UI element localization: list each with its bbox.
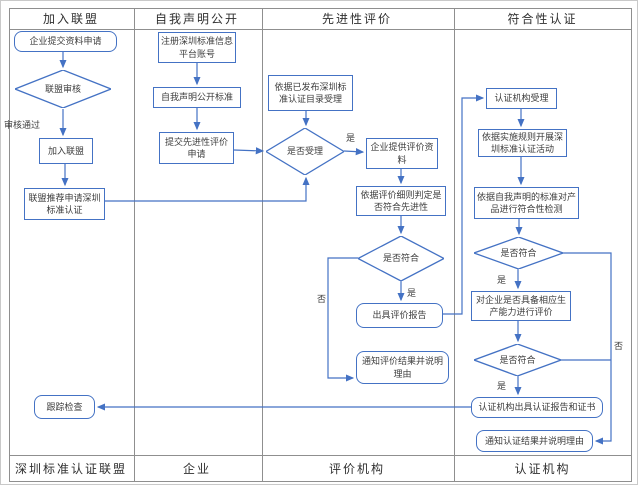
node-alliance-recommend: 联盟推荐申请深圳标准认证 xyxy=(24,188,105,220)
label-eval-conform-no: 否 xyxy=(317,294,327,304)
node-accept-per-catalog: 依据已发布深圳标准认证目录受理 xyxy=(268,75,353,111)
diamond-shape xyxy=(474,237,563,269)
lane-header-conformity: 符合性认证 xyxy=(453,8,632,28)
label-cert-conform1-yes: 是 xyxy=(497,275,507,285)
node-register-account: 注册深圳标准信息平台账号 xyxy=(158,32,236,63)
connector-submit-eval-to-whether-accept xyxy=(233,147,265,155)
connector-eval-conform-no xyxy=(327,257,358,382)
lane-header-advanced-eval: 先进性评价 xyxy=(261,8,453,28)
diamond-shape xyxy=(266,128,344,175)
lane-footer-cert-body: 认证机构 xyxy=(453,455,632,482)
lane-header-self-declare: 自我声明公开 xyxy=(133,8,261,28)
node-label: 自我声明公开标准 xyxy=(160,92,233,103)
diamond-shape xyxy=(474,344,561,376)
node-cert-activity: 依据实施规则开展深圳标准认证活动 xyxy=(478,129,567,157)
node-self-declare: 自我声明公开标准 xyxy=(153,87,241,108)
lane-footer-label: 认证机构 xyxy=(514,462,571,476)
node-whether-accept: 是否受理 xyxy=(266,128,344,175)
node-label: 依据自我声明的标准对产品进行符合性检测 xyxy=(477,191,577,214)
node-label: 加入联盟 xyxy=(47,145,84,156)
connector-conform-no-to-notify xyxy=(563,252,612,445)
node-cert-body-accept: 认证机构受理 xyxy=(486,88,557,109)
label-accept-yes: 是 xyxy=(346,133,356,143)
footer-separator xyxy=(10,455,631,456)
node-eval-conform: 是否符合 xyxy=(358,236,444,281)
node-submit-application: 企业提交资料申请 xyxy=(14,31,117,52)
node-issue-eval-report: 出具评价报告 xyxy=(356,303,443,328)
node-provide-materials: 企业提供评价资料 xyxy=(366,138,438,169)
node-notify-eval-result: 通知评价结果并说明理由 xyxy=(356,351,449,384)
node-capability-eval: 对企业是否具备相应生产能力进行评价 xyxy=(471,291,571,321)
node-submit-evaluation: 提交先进性评价申请 xyxy=(159,132,234,164)
connector-whether-accept-yes xyxy=(343,148,365,156)
swimlane-grid xyxy=(9,8,632,482)
node-label: 联盟推荐申请深圳标准认证 xyxy=(28,192,101,215)
node-label: 通知认证结果并说明理由 xyxy=(484,435,584,446)
node-cert-conform-2: 是否符合 xyxy=(474,344,561,376)
lane-footer-label: 企业 xyxy=(182,462,211,476)
node-label: 通知评价结果并说明理由 xyxy=(361,356,443,379)
lane-header-label: 自我声明公开 xyxy=(154,11,239,26)
node-issue-cert: 认证机构出具认证报告和证书 xyxy=(471,397,603,418)
node-label: 依据评价细则判定是否符合先进性 xyxy=(360,189,442,212)
node-label: 注册深圳标准信息平台账号 xyxy=(161,36,234,59)
node-label: 对企业是否具备相应生产能力进行评价 xyxy=(475,294,566,317)
lane-footer-alliance: 深圳标准认证联盟 xyxy=(9,455,133,482)
label-cert-conform2-yes: 是 xyxy=(497,381,507,391)
node-label: 是否受理 xyxy=(286,146,323,157)
node-label: 是否符合 xyxy=(500,247,537,258)
lane-header-join-alliance: 加入联盟 xyxy=(9,8,133,28)
node-label: 是否符合 xyxy=(499,354,536,365)
lane-header-label: 先进性评价 xyxy=(321,11,392,26)
node-label: 出具评价报告 xyxy=(372,310,427,321)
node-judge-advancement: 依据评价细则判定是否符合先进性 xyxy=(356,186,446,216)
diamond-shape xyxy=(358,236,444,281)
node-label: 认证机构受理 xyxy=(494,93,549,104)
label-cert-conform-no: 否 xyxy=(614,341,624,351)
node-notify-cert-result: 通知认证结果并说明理由 xyxy=(476,430,593,452)
node-label: 依据已发布深圳标准认证目录受理 xyxy=(274,81,347,104)
label-review-passed: 审核通过 xyxy=(4,120,41,130)
lane-footer-eval-body: 评价机构 xyxy=(261,455,453,482)
node-label: 联盟审核 xyxy=(44,83,81,94)
connector-report-to-cert-accept xyxy=(443,94,485,315)
node-alliance-review: 联盟审核 xyxy=(15,70,111,108)
lane-header-label: 符合性认证 xyxy=(507,11,578,26)
node-label: 企业提供评价资料 xyxy=(370,142,434,165)
node-label: 依据实施规则开展深圳标准认证活动 xyxy=(481,131,563,154)
lane-header-label: 加入联盟 xyxy=(42,11,99,26)
node-conformity-testing: 依据自我声明的标准对产品进行符合性检测 xyxy=(474,187,579,219)
node-label: 提交先进性评价申请 xyxy=(164,136,228,159)
node-label: 跟踪检查 xyxy=(46,401,83,412)
lane-separator-1 xyxy=(134,9,135,481)
lane-footer-label: 深圳标准认证联盟 xyxy=(14,462,127,476)
node-cert-conform-1: 是否符合 xyxy=(474,237,563,269)
lane-separator-2 xyxy=(262,9,263,481)
node-label: 认证机构出具认证报告和证书 xyxy=(478,402,596,413)
node-label: 企业提交资料申请 xyxy=(29,36,102,47)
connector-recommend-to-whether-accept xyxy=(105,176,310,202)
node-label: 是否符合 xyxy=(382,253,419,264)
header-separator xyxy=(10,29,631,30)
lane-footer-enterprise: 企业 xyxy=(133,455,261,482)
node-tracking-inspection: 跟踪检查 xyxy=(34,395,95,419)
diamond-shape xyxy=(15,70,111,108)
lane-footer-label: 评价机构 xyxy=(328,462,385,476)
lane-separator-3 xyxy=(454,9,455,481)
node-join-alliance: 加入联盟 xyxy=(39,138,93,164)
label-eval-conform-yes: 是 xyxy=(407,288,417,298)
